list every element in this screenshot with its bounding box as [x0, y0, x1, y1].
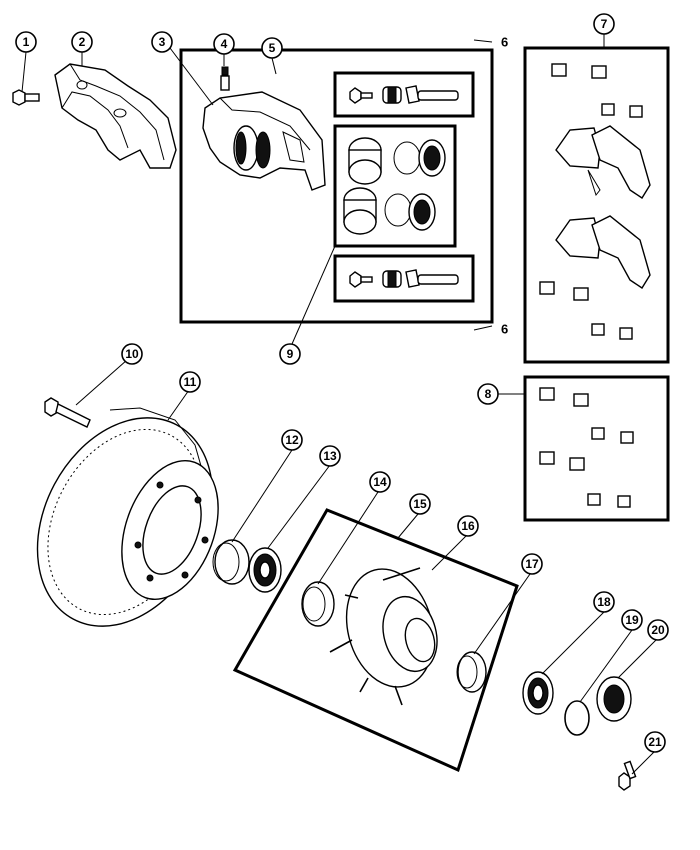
- callout-18: 18: [593, 591, 615, 613]
- guide-pin-kit-top-parts: [349, 85, 459, 104]
- callout-3-number: 3: [159, 35, 166, 49]
- bearing-cone-part: [248, 547, 282, 593]
- callout-19: 19: [621, 609, 643, 631]
- callout-9: 9: [279, 343, 301, 365]
- piston-seal-kit-box: [333, 124, 457, 248]
- callout-20: 20: [647, 619, 669, 641]
- wheel-studs-part: [329, 567, 421, 706]
- piston-seal-kit-parts: [343, 137, 446, 235]
- callout-9-number: 9: [287, 347, 294, 361]
- callout-17: 17: [521, 553, 543, 575]
- guide-pin-kit-bottom-parts: [349, 269, 459, 288]
- caliper-assembly-box: [179, 48, 494, 324]
- callout-3: 3: [151, 31, 173, 53]
- callout-12: 12: [281, 429, 303, 451]
- callout-18-number: 18: [597, 595, 611, 609]
- callout-14-number: 14: [373, 475, 387, 489]
- callout-11-number: 11: [184, 375, 197, 389]
- callout-14: 14: [369, 471, 391, 493]
- callout-2-number: 2: [79, 35, 86, 49]
- brake-rotor-part: [36, 407, 219, 627]
- outer-bearing-cup-part: [456, 651, 487, 693]
- callout-17-number: 17: [525, 557, 539, 571]
- callout-7-number: 7: [601, 17, 608, 31]
- outer-bearing-cone-part: [522, 671, 554, 715]
- callout-13: 13: [319, 445, 341, 467]
- hub-bolt-part: [618, 760, 637, 791]
- guide-pin-kit-box-bottom: [333, 254, 475, 303]
- bearing-cup-part: [212, 539, 250, 585]
- callout-8-number: 8: [485, 387, 492, 401]
- callout-7: 7: [593, 13, 615, 35]
- hub-assembly-box: [232, 508, 519, 773]
- rotor-bolt-part: [44, 397, 91, 428]
- pad-clips-kit7: [539, 63, 643, 340]
- label-6-bottom: 6: [501, 322, 508, 337]
- callout-5: 5: [261, 37, 283, 59]
- callout-20-number: 20: [651, 623, 665, 637]
- callout-4: 4: [213, 33, 235, 55]
- clip-kit-parts: [539, 387, 634, 508]
- callout-15-number: 15: [413, 497, 427, 511]
- caliper-bolt-part: [12, 89, 40, 106]
- label-6-top: 6: [501, 35, 508, 50]
- callout-16: 16: [457, 515, 479, 537]
- brake-caliper-part: [202, 91, 326, 191]
- clip-kit-box: [523, 375, 670, 522]
- callout-21: 21: [644, 731, 666, 753]
- callout-10: 10: [121, 343, 143, 365]
- callout-11: 11: [179, 371, 201, 393]
- guide-pin-kit-box-top: [333, 71, 475, 118]
- callout-1: 1: [15, 31, 37, 53]
- leader-lines: [21, 34, 657, 775]
- callout-16-number: 16: [461, 519, 475, 533]
- o-ring-part: [564, 700, 590, 736]
- callout-10-number: 10: [125, 347, 139, 361]
- callout-21-number: 21: [648, 735, 662, 749]
- callout-12-number: 12: [285, 433, 299, 447]
- wheel-hub-part: [345, 568, 438, 688]
- spindle-nut-part: [596, 676, 632, 722]
- brake-pad-kit-box: [523, 46, 670, 364]
- callout-5-number: 5: [269, 41, 276, 55]
- callout-1-number: 1: [23, 35, 30, 49]
- caliper-anchor-bracket-part: [54, 63, 177, 169]
- callout-4-number: 4: [221, 37, 228, 51]
- brake-pads-part: [555, 125, 651, 289]
- callout-15: 15: [409, 493, 431, 515]
- callout-2: 2: [71, 31, 93, 53]
- callout-19-number: 19: [625, 613, 639, 627]
- callout-8: 8: [477, 383, 499, 405]
- hub-seal-part: [301, 581, 335, 627]
- bleeder-screw-part: [220, 66, 230, 91]
- callout-13-number: 13: [323, 449, 337, 463]
